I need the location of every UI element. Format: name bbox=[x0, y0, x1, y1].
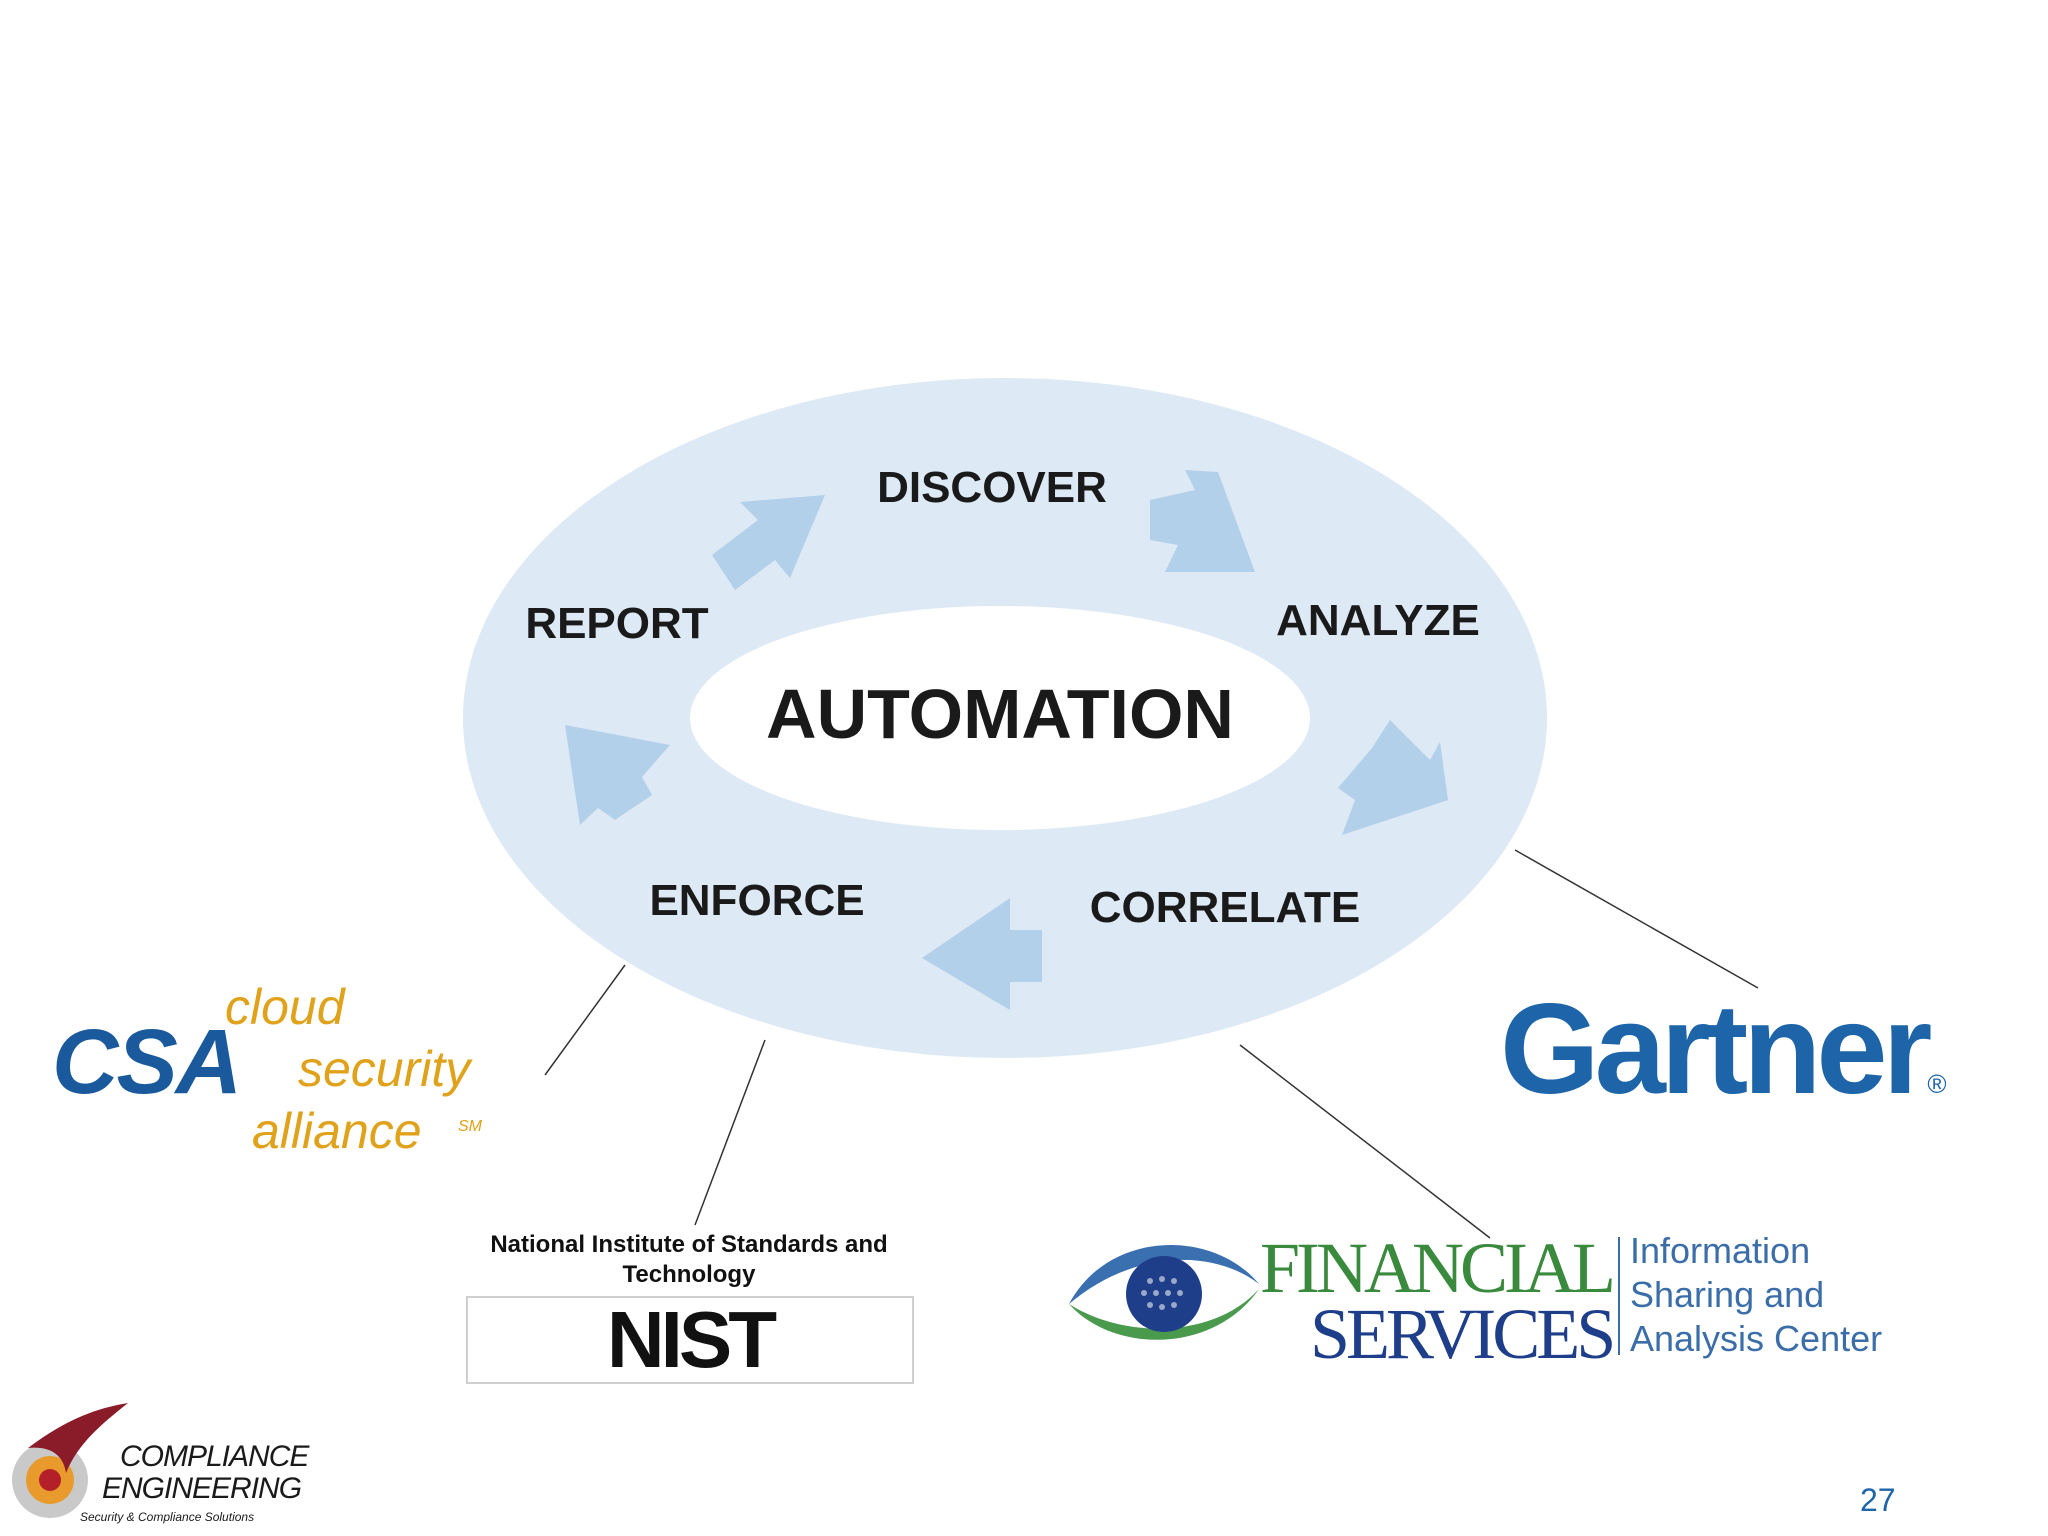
fsisac-eye-icon bbox=[1069, 1244, 1259, 1340]
gartner-registered-mark: ® bbox=[1927, 1069, 1947, 1099]
ce-line2: ENGINEERING bbox=[102, 1472, 302, 1505]
arrow-analyze-to-correlate bbox=[1338, 720, 1448, 835]
ce-tagline: Security & Compliance Solutions bbox=[80, 1510, 255, 1524]
csa-word-alliance: alliance bbox=[252, 1103, 422, 1159]
nist-caption: National Institute of Standards and Tech… bbox=[490, 1231, 888, 1288]
center-ellipse bbox=[690, 606, 1310, 830]
nist-wordmark-box: NIST bbox=[466, 1296, 914, 1384]
stage-report: REPORT bbox=[525, 599, 708, 648]
nist-wordmark: NIST bbox=[606, 1295, 777, 1384]
page-number: 27 bbox=[1860, 1482, 1896, 1518]
fsisac-side-line3: Analysis Center bbox=[1630, 1318, 1883, 1359]
stage-discover: DISCOVER bbox=[877, 463, 1107, 512]
fsisac-services: SERVICES bbox=[1310, 1294, 1616, 1374]
compliance-engineering-emblem-icon bbox=[12, 1403, 128, 1518]
csa-word-cloud: cloud bbox=[225, 979, 345, 1035]
arrow-discover-to-analyze bbox=[1150, 470, 1255, 572]
connector-fsisac bbox=[1239, 1044, 1491, 1239]
stage-enforce: ENFORCE bbox=[649, 876, 864, 925]
fsisac-financial: FINANCIAL bbox=[1260, 1228, 1616, 1308]
connector-lines bbox=[544, 849, 1759, 1239]
csa-word-security: security bbox=[298, 1041, 471, 1097]
fsisac-logo: FINANCIAL SERVICES Information Sharing a… bbox=[1069, 1225, 1930, 1375]
ce-line1: COMPLIANCE bbox=[120, 1440, 309, 1473]
gartner-wordmark: Gartner bbox=[1500, 978, 1932, 1121]
fsisac-side-line2: Sharing and bbox=[1630, 1274, 1825, 1315]
stage-correlate: CORRELATE bbox=[1090, 883, 1361, 932]
connector-gartner bbox=[1514, 849, 1759, 989]
csa-logo: CSA cloud security alliance SM bbox=[40, 979, 540, 1180]
gartner-logo: Gartner® bbox=[1500, 980, 2020, 1120]
center-label: AUTOMATION bbox=[766, 675, 1234, 753]
csa-abbr: CSA bbox=[52, 1011, 242, 1113]
connector-nist bbox=[694, 1039, 766, 1226]
cycle-arrows bbox=[565, 470, 1448, 1010]
nist-logo: National Institute of Standards and Tech… bbox=[466, 1230, 914, 1384]
compliance-engineering-logo: COMPLIANCE ENGINEERING Security & Compli… bbox=[8, 1398, 309, 1528]
arrow-report-to-discover bbox=[712, 495, 825, 590]
arrow-correlate-to-enforce bbox=[922, 898, 1042, 1010]
csa-sm-mark: SM bbox=[458, 1118, 482, 1135]
connector-csa bbox=[544, 964, 626, 1076]
arrow-enforce-to-report bbox=[565, 725, 670, 825]
fsisac-side-line1: Information bbox=[1630, 1230, 1811, 1271]
stage-analyze: ANALYZE bbox=[1276, 596, 1480, 645]
fsisac-divider bbox=[1618, 1237, 1620, 1355]
